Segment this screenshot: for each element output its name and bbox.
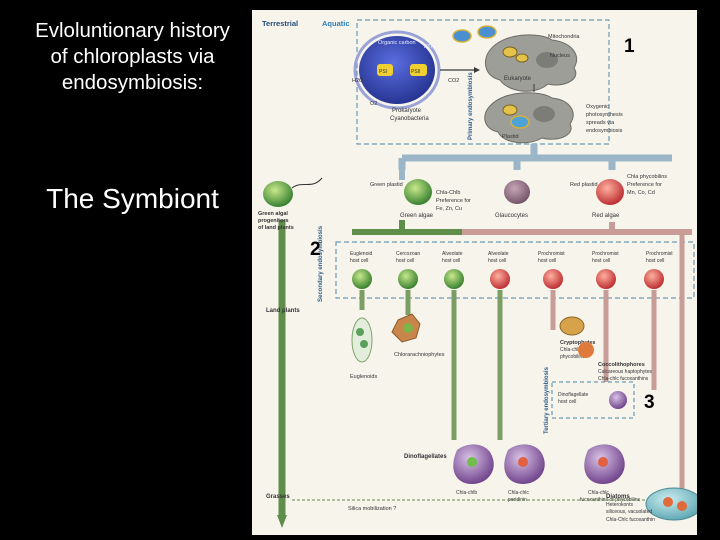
slide-title: Evloluntionary history of chloroplasts v… (35, 19, 230, 94)
plastid-label: Plastid (502, 134, 519, 140)
header-aquatic: Aquatic (322, 19, 350, 28)
svg-text:host cell: host cell (442, 258, 460, 264)
marker-2: 2 (310, 239, 321, 260)
svg-text:of land plants: of land plants (258, 225, 294, 231)
tertiary-endosymbiosis-label: Tertiary endosymbiosis (544, 366, 550, 434)
alveolate-host-label-1: Alveolate (442, 251, 463, 257)
endosymbiosis-figure: Terrestrial Aquatic Primary endosymbiosi… (252, 10, 697, 535)
cyanobacteria-label: Cyanobacteria (390, 116, 429, 122)
dinoflagellate-host-label: Dinoflagellate (558, 392, 589, 398)
host-cells-row (352, 269, 664, 289)
primary-endosymbiosis-label: Primary endosymbiosis (468, 72, 474, 140)
primary-distribution-arrows (398, 144, 672, 170)
coccolithophores-desc: Calcareous haptophytes (598, 369, 652, 375)
dino-pigment-3a: Chla-chlc (588, 490, 609, 496)
svg-text:host cell: host cell (350, 258, 368, 264)
svg-text:host cell: host cell (646, 258, 664, 264)
green-progenitor-cell (263, 181, 293, 207)
chlorarachniophytes-label: Chlorarachniophytes (394, 352, 445, 358)
cryptophytes-label: Cryptophytes (560, 340, 595, 346)
cyanobacterium-outer (353, 30, 441, 110)
svg-text:fucoxanthins or phycobilins: fucoxanthins or phycobilins (580, 497, 641, 503)
diatoms-pigments: Chla-Chlc fucoxanthin (606, 517, 655, 523)
land-plants-label: Land plants (266, 308, 300, 314)
oxygenic-note-1: Oxygenic (586, 104, 609, 110)
svg-text:host cell: host cell (396, 258, 414, 264)
co2-label: CO2 (448, 78, 459, 84)
euglenoid-host-label: Euglenoid (350, 251, 372, 257)
h2o-label: H2O (352, 78, 364, 84)
secondary-endosymbiosis-box (335, 241, 695, 299)
atp-label: ATP (424, 44, 435, 50)
glaucocytes-label: Glaucocytes (495, 213, 528, 219)
prokaryote-label: Prokaryote (392, 108, 422, 114)
eukaryote-with-plastid (484, 92, 574, 144)
o2-label: O2 (370, 101, 377, 107)
endosymbiosis-diagram: Terrestrial Aquatic Primary endosymbiosi… (258, 19, 697, 528)
silica-mobilization-label: Silica mobilization ? (348, 506, 396, 512)
psii-complex (410, 64, 427, 76)
svg-text:phycobilins: phycobilins (560, 354, 585, 360)
prochromist-host-label-1: Prochromist (538, 251, 565, 257)
euglenoids-label: Euglenoids (350, 374, 377, 380)
free-cyanobacteria (452, 25, 497, 43)
red-algae-cell (596, 179, 624, 205)
cercozoan-host-label: Cercozoan (396, 251, 420, 257)
glaucocyte-cell (504, 180, 530, 204)
green-plastid-label: Green plastid (370, 182, 403, 188)
red-algae-label: Red algae (592, 213, 620, 219)
dino-pigment-2a: Chla-chlc (508, 490, 529, 496)
secondary-endosymbiosis-label: Secondary endosymbiosis (318, 225, 324, 302)
cryptophyte-organism (559, 316, 585, 336)
psi-complex (377, 64, 393, 76)
alveolate-host-label-2: Alveolate (488, 251, 509, 257)
chla-phycobilins-label: Chla phycobilins (627, 174, 667, 180)
grasses-label: Grasses (266, 494, 290, 500)
psii-label: PSII (411, 69, 420, 75)
svg-text:host cell: host cell (592, 258, 610, 264)
prochromist-host-label-2: Prochromist (592, 251, 619, 257)
dinoflagellates-label: Dinoflagellates (404, 454, 447, 460)
eukaryote-cell (484, 34, 577, 92)
tertiary-endosymbiosis-box (551, 381, 635, 419)
dinoflagellate-organisms (453, 444, 625, 484)
pref-red-2: Mn, Co, Cd (627, 190, 655, 196)
svg-text:progenitors: progenitors (258, 218, 289, 224)
diatoms-label: Diatoms (606, 494, 630, 500)
oxygenic-note-4: endosymbiosis (586, 128, 623, 134)
organic-carbon-label: Organic carbon (378, 40, 416, 46)
marker-1: 1 (624, 36, 635, 57)
nucleus-label: Nucleus (550, 53, 570, 59)
pref-green-1: Preference for (436, 198, 471, 204)
green-algae-cell (404, 179, 432, 205)
mitochondria-label: Mitochondria (548, 34, 580, 40)
oxygenic-note-3: spreads via (586, 120, 615, 126)
oxygenic-note-2: photosynthesis (586, 112, 623, 118)
cryptophytes-pigments: Chla-chlc (560, 347, 581, 353)
coccolithophores-pigments: Chla-chlc fucoxanthins (598, 376, 649, 382)
chla-chlb-label: Chla-Chlb (436, 190, 460, 196)
svg-text:host cell: host cell (558, 399, 576, 405)
slide-subtitle: The Symbiont (46, 183, 219, 214)
diatoms-desc-1: Heterokonts (606, 502, 633, 508)
svg-text:host cell: host cell (488, 258, 506, 264)
coccolithophores-label: Coccolithophores (598, 362, 645, 368)
coccolithophore-organism (578, 342, 594, 358)
pref-red-1: Preference for (627, 182, 662, 188)
cyanobacterium-cell (359, 36, 435, 104)
euglenoid-organism (351, 317, 373, 363)
red-plastid-label: Red plastid (570, 182, 598, 188)
eukaryote-label: Eukaryote (504, 76, 532, 82)
prochromist-host-label-3: Prochromist (646, 251, 673, 257)
psi-label: PSI (379, 69, 387, 75)
svg-text:siliceous, vacuolated: siliceous, vacuolated (606, 509, 652, 515)
marker-3: 3 (644, 392, 655, 413)
green-algae-label: Green algae (400, 213, 434, 219)
header-terrestrial: Terrestrial (262, 19, 298, 28)
svg-text:host cell: host cell (538, 258, 556, 264)
dino-pigment-1: Chla-chlb (456, 490, 477, 496)
green-progenitors-label: Green algal (258, 211, 288, 217)
pref-green-2: Fe, Zn, Cu (436, 206, 462, 212)
